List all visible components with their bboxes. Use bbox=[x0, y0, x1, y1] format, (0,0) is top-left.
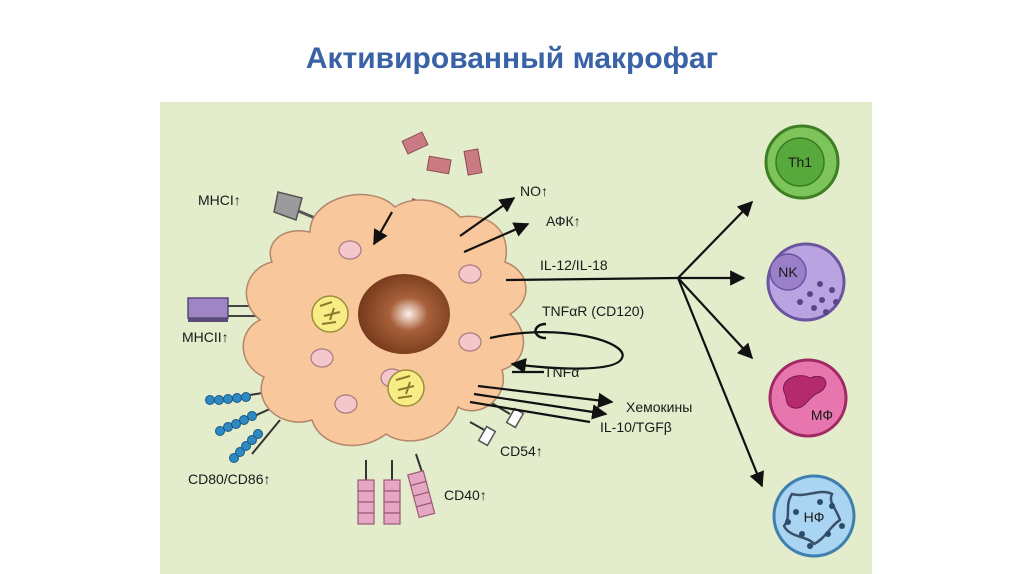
label-mhcii: MHCII↑ bbox=[182, 329, 229, 345]
label-tnfa: TNFα bbox=[544, 364, 579, 380]
nk-cell bbox=[766, 242, 846, 322]
label-nf: НФ bbox=[804, 509, 825, 525]
label-il10-tgfb: IL-10/TGFβ bbox=[600, 419, 672, 435]
page-title: Активированный макрофаг bbox=[305, 42, 719, 75]
label-mhci: MHCI↑ bbox=[198, 192, 241, 208]
signal-arrows bbox=[373, 197, 764, 488]
label-afk: АФК↑ bbox=[546, 213, 581, 229]
label-mf: МФ bbox=[811, 407, 833, 423]
label-nk: NK bbox=[778, 264, 798, 280]
cd80-cd86-receptor bbox=[205, 391, 281, 463]
label-il12-il18: IL-12/IL-18 bbox=[540, 257, 608, 273]
label-tnfar: TNFαR (CD120) bbox=[542, 303, 644, 319]
th1-cell bbox=[764, 124, 840, 200]
mitochondria bbox=[311, 295, 425, 407]
label-cd40: CD40↑ bbox=[444, 487, 487, 503]
mf-cell bbox=[768, 358, 848, 438]
nucleus bbox=[358, 274, 450, 354]
macrophage-diagram: MHCI↑ MHCII↑ CD80/CD86↑ CD54↑ CD40↑ NO↑ … bbox=[160, 102, 872, 574]
label-cd80-cd86: CD80/CD86↑ bbox=[188, 471, 270, 487]
label-chemokines: Хемокины bbox=[626, 399, 692, 415]
label-th1: Th1 bbox=[788, 154, 812, 170]
label-no: NO↑ bbox=[520, 183, 548, 199]
cd40-receptor bbox=[357, 453, 436, 525]
nf-cell bbox=[772, 474, 856, 558]
label-cd54: CD54↑ bbox=[500, 443, 543, 459]
mhci-receptor bbox=[273, 191, 316, 221]
